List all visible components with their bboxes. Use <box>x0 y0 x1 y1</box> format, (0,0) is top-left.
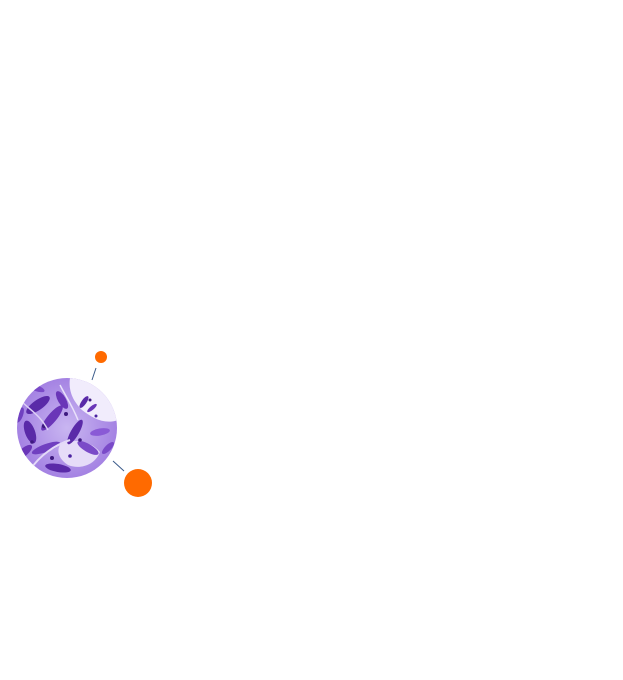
bottom-connector-line <box>112 460 125 472</box>
top-connector-line <box>91 367 97 381</box>
cell-micrograph-icon <box>17 378 117 478</box>
large-orange-dot-icon <box>124 469 152 497</box>
small-orange-dot-icon <box>95 351 107 363</box>
